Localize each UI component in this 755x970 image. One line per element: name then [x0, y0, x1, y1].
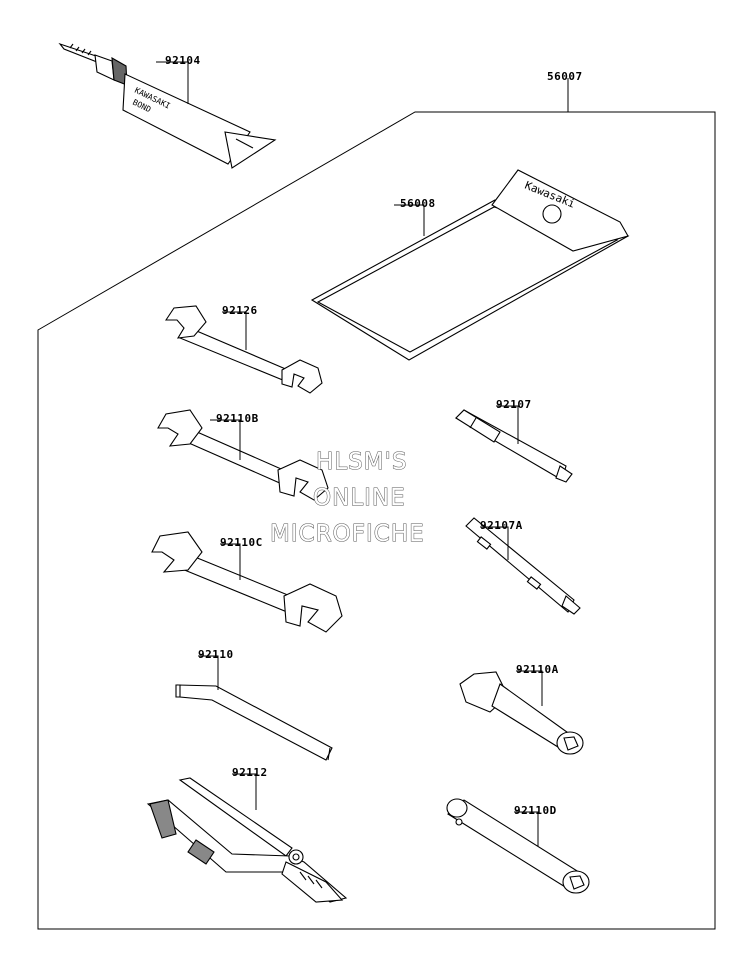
callout-92104: 92104 [165, 54, 201, 67]
wrench-92126 [164, 305, 323, 394]
callout-92110A: 92110A [516, 663, 559, 676]
watermark-line-3: MICROFICHE [270, 521, 425, 548]
watermark-line-1: HLSM'S [315, 449, 408, 476]
bond-tube: KAWASAKI BOND [58, 42, 277, 169]
leader-lines [156, 61, 569, 846]
pliers-92112 [146, 777, 348, 903]
callout-92110C: 92110C [220, 536, 263, 549]
hex-key-92110 [175, 684, 333, 761]
box-wrench-92110D [446, 798, 590, 894]
kit-boundary [37, 111, 716, 930]
callout-92107: 92107 [496, 398, 532, 411]
callout-92112: 92112 [232, 766, 268, 779]
screwdriver-92107 [455, 409, 573, 483]
screwdriver-92107A [465, 517, 581, 615]
wrench-92110C [151, 531, 343, 633]
watermark-line-2: ONLINE [313, 485, 406, 512]
wrench-92110B [157, 409, 329, 501]
callout-92110D: 92110D [514, 804, 557, 817]
callout-92110B: 92110B [216, 412, 259, 425]
callout-92107A: 92107A [480, 519, 523, 532]
callout-92126: 92126 [222, 304, 258, 317]
callout-56007: 56007 [547, 70, 583, 83]
tool-pouch: Kawasaki [310, 169, 630, 361]
callout-56008: 56008 [400, 197, 436, 210]
socket-wrench-92110A [459, 671, 584, 755]
callout-92110: 92110 [198, 648, 234, 661]
